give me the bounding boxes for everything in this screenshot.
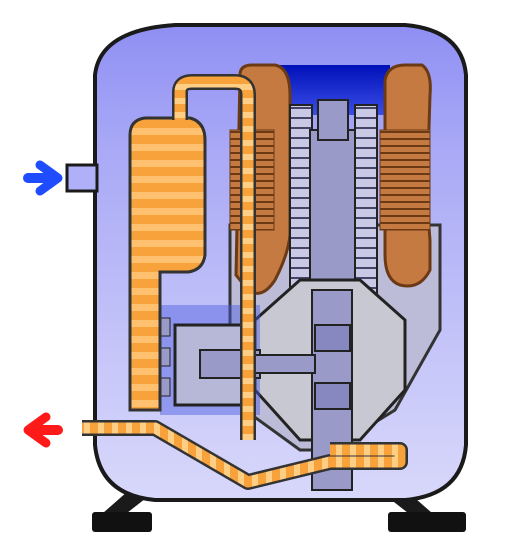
outlet-arrow — [23, 412, 63, 448]
inlet-arrow — [23, 160, 63, 196]
inlet-stub — [65, 163, 99, 193]
accumulator — [128, 116, 207, 412]
foot-left-pad — [92, 512, 152, 532]
fins-right — [354, 104, 378, 301]
foot-right-pad — [388, 512, 466, 532]
top-blue-region — [270, 65, 390, 115]
coil-right — [379, 129, 431, 231]
fins-left — [289, 104, 313, 301]
